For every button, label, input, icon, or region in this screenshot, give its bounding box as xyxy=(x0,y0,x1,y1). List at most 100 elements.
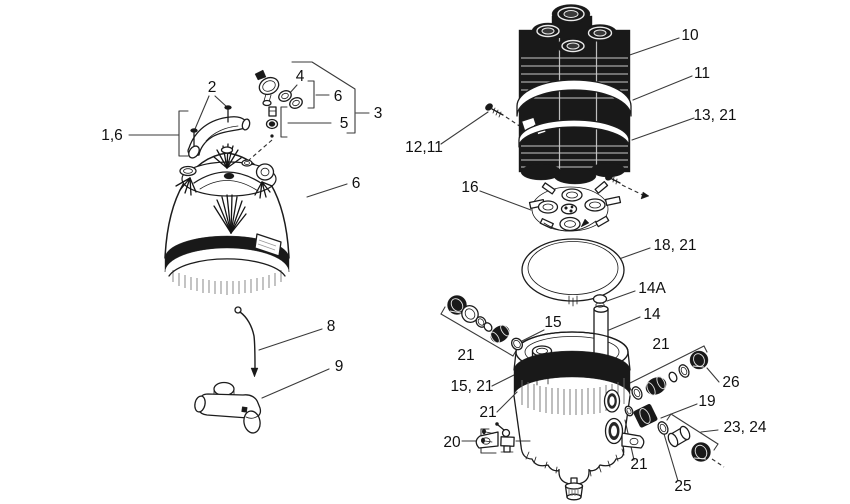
callout-20: 20 xyxy=(443,434,461,451)
lower-fitting-set xyxy=(667,425,711,462)
sight-glass-parts xyxy=(265,106,279,138)
mounting-foot xyxy=(621,432,645,449)
fitting-body xyxy=(490,325,510,343)
manifold-ports xyxy=(537,188,606,232)
manifold-hub xyxy=(560,203,578,215)
lid-top-boss xyxy=(220,146,234,154)
callout-3: 3 xyxy=(374,105,383,122)
callout-5: 5 xyxy=(340,115,349,132)
callout-12-11: 12,11 xyxy=(405,139,443,156)
lid-left-port xyxy=(179,165,197,177)
lid-band-texture xyxy=(172,270,282,295)
cartridge-cluster xyxy=(485,4,632,185)
callout-23-24: 23, 24 xyxy=(723,419,766,436)
base-hatch xyxy=(525,448,625,477)
retainer-ring xyxy=(518,119,630,148)
bottom-manifold xyxy=(528,180,622,232)
callout-16: 16 xyxy=(461,179,478,196)
callout-21-collar: 21 xyxy=(479,404,496,421)
lid-clamp-knob xyxy=(255,163,275,181)
callout-6-lid: 6 xyxy=(352,175,361,192)
pressure-gauge-assembly xyxy=(254,69,303,138)
filter-lid xyxy=(164,143,290,295)
air-bleed-hose xyxy=(234,306,259,378)
gauge-stem xyxy=(262,99,272,107)
cartridge-top-caps xyxy=(531,4,618,55)
screw-arrow xyxy=(580,218,590,228)
fitting-cylinder xyxy=(667,432,679,448)
mounting-foot xyxy=(475,431,499,449)
lid-center-spikes xyxy=(213,194,247,234)
callout-19: 19 xyxy=(698,393,715,410)
callout-26: 26 xyxy=(722,374,739,391)
o-ring xyxy=(483,322,493,332)
callout-13-21: 13, 21 xyxy=(693,107,736,124)
callout-15-21: 15, 21 xyxy=(450,378,493,395)
cartridge-separators xyxy=(558,38,598,170)
o-ring xyxy=(631,386,643,400)
callout-labels: 1,6 2 4 6 5 3 6 8 9 10 11 13, 21 12,11 1… xyxy=(101,27,767,495)
valve-foot xyxy=(243,410,261,434)
drain-plug xyxy=(564,477,584,501)
port-o-ring xyxy=(624,405,634,417)
callout-8: 8 xyxy=(327,318,336,335)
upper-fitting-set xyxy=(631,350,709,400)
o-ring xyxy=(289,97,303,109)
o-ring xyxy=(657,421,669,435)
callout-21-upper-right: 21 xyxy=(652,336,669,353)
upper-port xyxy=(603,389,621,413)
assembly-dash-lines xyxy=(248,116,725,468)
lid-handle-assembly xyxy=(187,105,251,159)
callout-brackets xyxy=(178,61,719,454)
collar-texture xyxy=(521,378,625,415)
o-ring xyxy=(678,364,690,378)
outlet-fitting-sets xyxy=(631,350,711,462)
callout-6-gauge: 6 xyxy=(334,88,343,105)
drain-valve-assembly xyxy=(481,422,515,453)
lid-gauge-port xyxy=(241,159,253,167)
valve-knob xyxy=(213,381,235,397)
o-ring xyxy=(278,90,292,102)
callout-15: 15 xyxy=(544,314,561,331)
callout-9: 9 xyxy=(335,358,344,375)
callout-21-lower-right: 21 xyxy=(630,456,647,473)
callout-1-6: 1,6 xyxy=(101,127,123,144)
hex-fitting xyxy=(633,404,658,428)
cartridge-bottoms xyxy=(520,162,626,185)
lid-center-bolt xyxy=(223,172,235,180)
air-bleed-cap xyxy=(592,294,608,308)
handle-bolt xyxy=(224,105,232,123)
callout-11: 11 xyxy=(694,65,710,82)
clamp-screw xyxy=(485,103,504,118)
fitting-body xyxy=(645,377,667,395)
lid-label-sticker xyxy=(254,233,282,257)
relief-valve xyxy=(194,381,262,434)
callout-14a: 14A xyxy=(638,280,666,297)
leader-lines xyxy=(128,37,720,482)
callout-18-21: 18, 21 xyxy=(653,237,696,254)
middle-fitting-set xyxy=(633,404,669,435)
lid-bottom-lip xyxy=(168,258,286,277)
tank-o-ring xyxy=(521,238,625,307)
o-ring xyxy=(668,371,678,383)
valve-port xyxy=(501,428,511,438)
lid-left-spikes xyxy=(175,177,197,196)
callout-2: 2 xyxy=(208,79,217,96)
valve-body xyxy=(500,436,515,447)
lower-port xyxy=(604,417,624,445)
inlet-fitting-set xyxy=(447,295,523,351)
tank-threaded-collar xyxy=(513,350,631,397)
callout-25: 25 xyxy=(674,478,691,495)
tank-bottom xyxy=(475,294,645,501)
callout-10: 10 xyxy=(681,27,699,44)
arrow-head xyxy=(640,191,650,200)
handle-bolt xyxy=(190,128,198,147)
callout-21-inlet: 21 xyxy=(457,347,474,364)
clamp-band xyxy=(516,79,632,117)
callout-14: 14 xyxy=(643,306,661,323)
hose-arrow xyxy=(250,367,259,378)
callout-4: 4 xyxy=(296,68,305,85)
gauge-cap xyxy=(254,69,267,81)
